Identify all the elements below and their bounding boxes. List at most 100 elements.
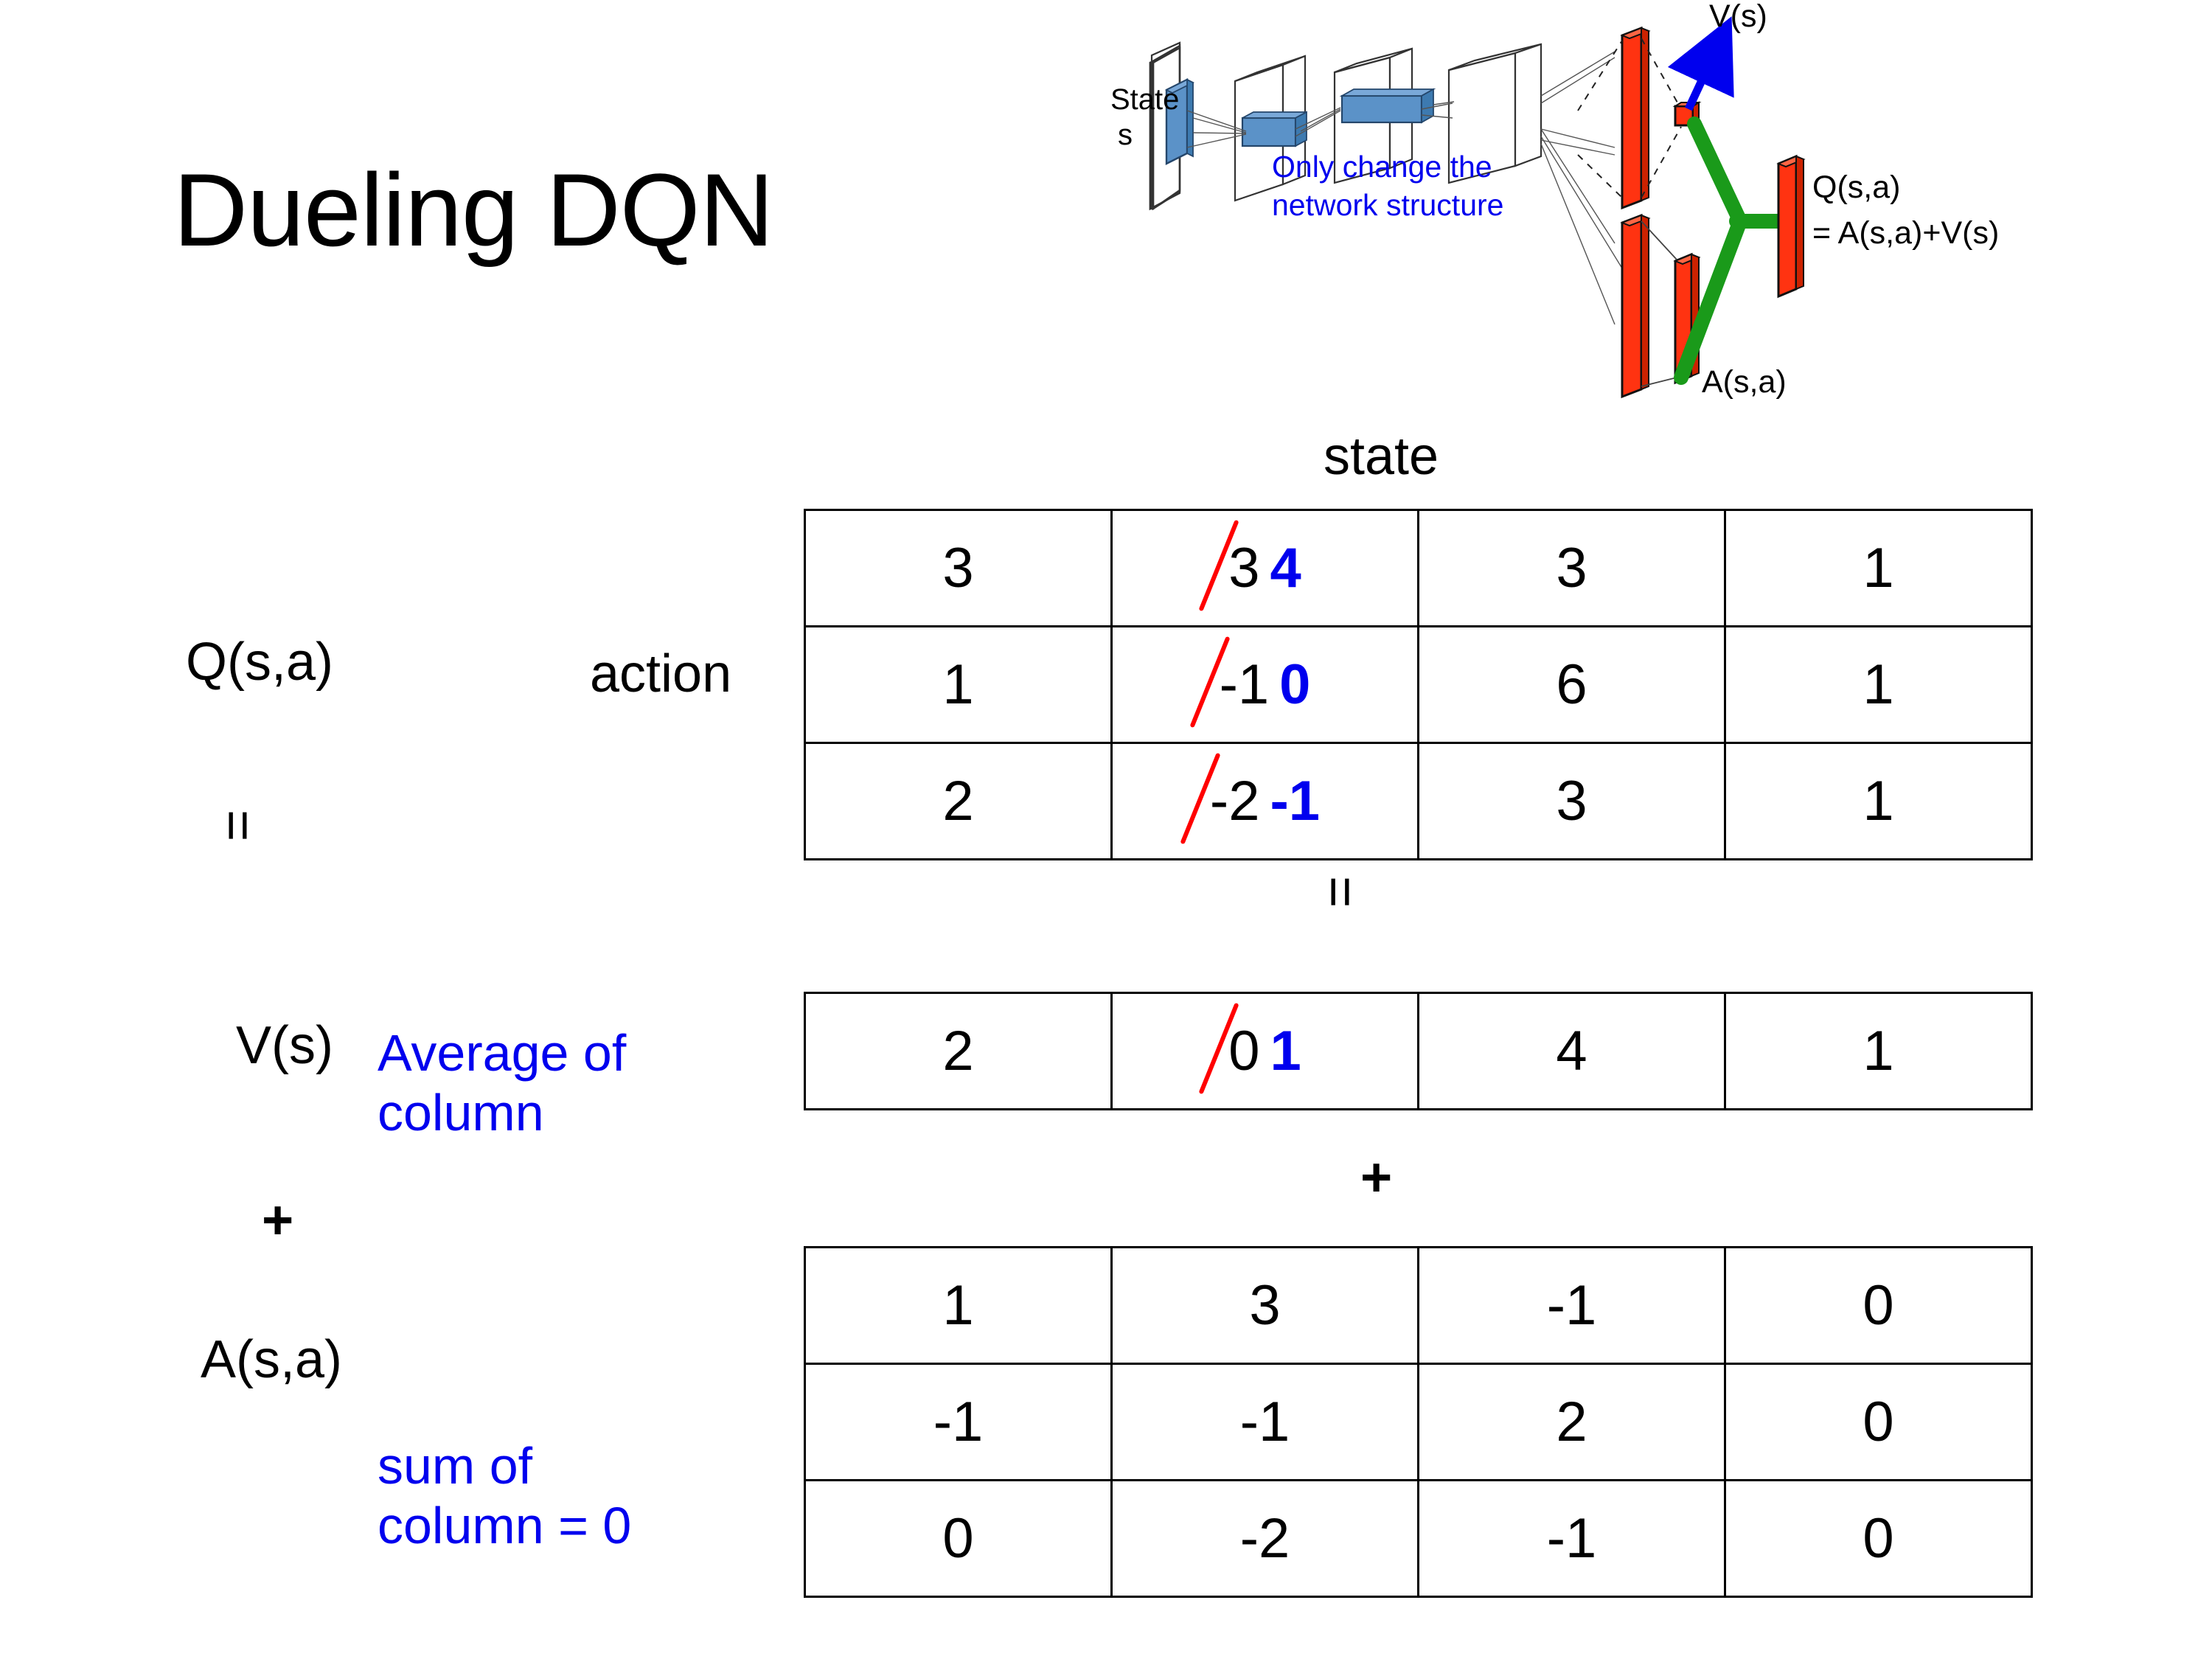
cell-value: 0 [1863, 1507, 1894, 1570]
table-cell: -1 [804, 1363, 1113, 1481]
conv-patch-2-shape [1339, 88, 1436, 124]
sum-note-line1: sum of [378, 1437, 533, 1495]
table-cell: 0 [1724, 1479, 2033, 1598]
table-cell: 2 [804, 992, 1113, 1110]
table-cell: 1 [804, 1246, 1113, 1365]
corrected-new-value: -1 [1270, 770, 1321, 832]
corrected-new-value: 0 [1279, 653, 1311, 716]
cell-value: 2 [942, 770, 974, 832]
dueling-network-diagram: State s Only change the network structur… [1106, 0, 2212, 413]
cell-value: -2 [1239, 1507, 1290, 1570]
cell-value: -1 [1546, 1274, 1597, 1337]
a-matrix-label: A(s,a) [201, 1330, 343, 1389]
average-of-column-note: Average of column [378, 1023, 724, 1142]
advantage-output-label: A(s,a) [1702, 364, 1787, 400]
struck-old-value: 3 [1228, 537, 1260, 599]
action-axis-label: action [590, 644, 732, 703]
table-cell: 2 [804, 742, 1113, 860]
q-output-label-line2: = A(s,a)+V(s) [1812, 215, 1999, 251]
connection-lines [1186, 51, 1627, 325]
cell-value: 0 [1863, 1274, 1894, 1337]
v-vector-label: V(s) [236, 1016, 333, 1075]
edited-cell: -2-1 [1210, 769, 1320, 833]
combine-green-lines [1674, 116, 1792, 385]
cell-value: 3 [1556, 770, 1587, 832]
table-cell: -1 [1417, 1246, 1726, 1365]
cell-value: 2 [1556, 1391, 1587, 1453]
network-note-line2: network structure [1272, 188, 1503, 222]
table-row: 0 -2 -1 0 [804, 1479, 2033, 1598]
table-cell: -1 [1417, 1479, 1726, 1598]
table-cell: -2-1 [1110, 742, 1419, 860]
conv-layer-3-shape [1447, 43, 1543, 184]
corrected-new-value: 1 [1270, 1020, 1301, 1082]
corrected-new-value: 4 [1270, 537, 1301, 599]
value-stream-bar-shape [1620, 26, 1651, 210]
table-cell: 1 [1724, 625, 2033, 744]
state-axis-label: state [1324, 427, 1439, 486]
cell-value: 1 [942, 653, 974, 716]
a-value-table: 1 3 -1 0 -1 -1 2 0 0 -2 -1 0 [804, 1246, 2033, 1598]
table-cell: 1 [1724, 742, 2033, 860]
cell-value: 3 [1556, 537, 1587, 599]
table-cell: -2 [1110, 1479, 1419, 1598]
plus-operator-left: + [262, 1189, 294, 1251]
q-output-label-line1: Q(s,a) [1812, 170, 1900, 205]
table-cell: 3 [1417, 509, 1726, 627]
state-text-label-line1: State [1110, 83, 1179, 116]
cell-value: -1 [1546, 1507, 1597, 1570]
table-cell: 3 [804, 509, 1113, 627]
average-note-line2: column [378, 1083, 544, 1141]
table-cell: 1 [804, 625, 1113, 744]
page-title: Dueling DQN [173, 152, 774, 268]
cell-value: 0 [942, 1507, 974, 1570]
value-output-arrow [1667, 16, 1734, 111]
q-output-bar-shape [1776, 154, 1806, 299]
value-output-label: V(s) [1709, 0, 1767, 34]
cell-value: 3 [942, 537, 974, 599]
table-cell: 1 [1724, 509, 2033, 627]
table-cell: 3 [1417, 742, 1726, 860]
cell-value: 4 [1556, 1020, 1587, 1082]
cell-value: 2 [942, 1020, 974, 1082]
cell-value: 1 [942, 1274, 974, 1337]
table-row: -1 -1 2 0 [804, 1363, 2033, 1481]
cell-value: 6 [1556, 653, 1587, 716]
struck-old-value: -2 [1209, 770, 1260, 832]
cell-value: 3 [1249, 1274, 1281, 1337]
advantage-links [1641, 220, 1677, 387]
network-note-line1: Only change the [1272, 150, 1492, 184]
sum-note-line2: column = 0 [378, 1496, 632, 1554]
table-cell: 4 [1417, 992, 1726, 1110]
table-cell: -1 [1110, 1363, 1419, 1481]
cell-value: -1 [1239, 1391, 1290, 1453]
table-cell: 0 [1724, 1363, 2033, 1481]
table-cell: 0 [804, 1479, 1113, 1598]
sum-of-column-note: sum of column = 0 [378, 1436, 724, 1555]
table-row: 1 3 -1 0 [804, 1246, 2033, 1365]
cell-value: 1 [1863, 537, 1894, 599]
input-patch-shape [1164, 78, 1195, 165]
struck-old-value: 0 [1228, 1020, 1260, 1082]
plus-operator-center: + [1360, 1147, 1393, 1208]
state-text-label-line2: s [1118, 119, 1133, 151]
cell-value: 1 [1863, 770, 1894, 832]
table-cell: 6 [1417, 625, 1726, 744]
table-row: 2 -2-1 3 1 [804, 742, 2033, 860]
equals-operator-left: = [208, 810, 269, 842]
table-cell: 2 [1417, 1363, 1726, 1481]
equals-operator-center: = [1310, 876, 1371, 908]
cell-value: 1 [1863, 653, 1894, 716]
table-cell: 1 [1724, 992, 2033, 1110]
